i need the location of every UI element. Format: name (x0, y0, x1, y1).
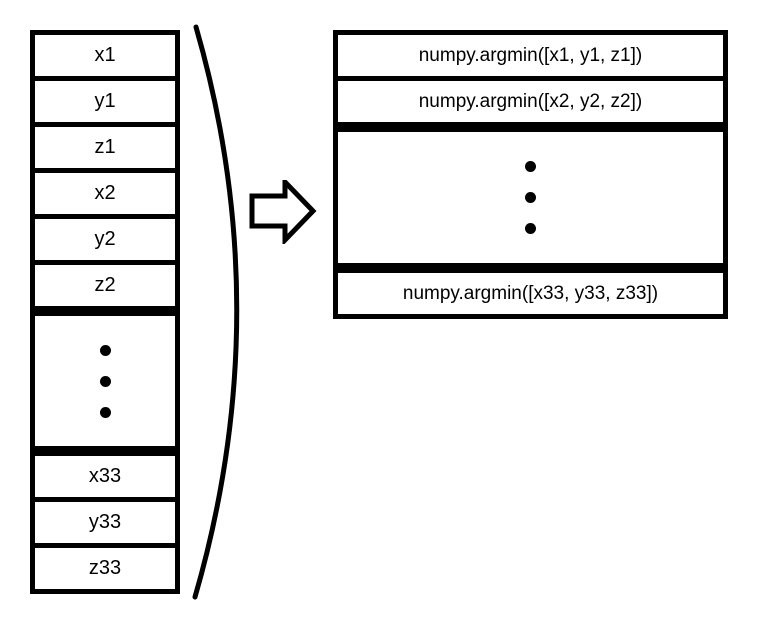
array-cell-y33: y33 (30, 497, 180, 548)
argmin-cell-label: numpy.argmin([x1, y1, z1]) (418, 44, 643, 66)
argmin-cell-1: numpy.argmin([x1, y1, z1]) (333, 30, 728, 81)
array-cell-z2: z2 (30, 260, 180, 311)
argmin-cell-33: numpy.argmin([x33, y33, z33]) (333, 268, 728, 319)
right-block-arrow-icon (249, 180, 317, 244)
array-cell-label: y1 (94, 90, 116, 112)
array-cell-label: z2 (94, 274, 116, 296)
array-cell-z33: z33 (30, 543, 180, 594)
argmin-cell-label: numpy.argmin([x2, y2, z2]) (418, 90, 643, 112)
argmin-cell-2: numpy.argmin([x2, y2, z2]) (333, 76, 728, 127)
ellipsis-cell (30, 311, 180, 451)
array-cell-z1: z1 (30, 122, 180, 173)
argmin-results-column: numpy.argmin([x1, y1, z1]) numpy.argmin(… (333, 30, 728, 319)
ellipsis-dot-icon (525, 223, 536, 234)
argmin-cell-label: numpy.argmin([x33, y33, z33]) (402, 282, 659, 304)
array-cell-label: z33 (88, 557, 122, 579)
array-cell-x33: x33 (30, 451, 180, 502)
grouping-brace-curve (192, 24, 240, 600)
array-cell-label: x33 (88, 465, 122, 487)
array-cell-label: x1 (94, 44, 116, 66)
input-array-column: x1 y1 z1 x2 y2 z2 x33 y33 z33 (30, 30, 180, 594)
ellipsis-dot-icon (99, 406, 111, 418)
ellipsis-dot-icon (99, 375, 111, 387)
ellipsis-dot-icon (99, 344, 111, 356)
array-cell-y1: y1 (30, 76, 180, 127)
ellipsis-dot-icon (525, 192, 536, 203)
array-cell-label: z1 (94, 136, 116, 158)
array-cell-label: x2 (94, 182, 116, 204)
array-cell-x2: x2 (30, 168, 180, 219)
array-cell-label: y2 (94, 228, 116, 250)
array-cell-label: y33 (88, 511, 122, 533)
array-cell-x1: x1 (30, 30, 180, 81)
ellipsis-dot-icon (525, 161, 536, 172)
ellipsis-cell (333, 127, 728, 268)
array-cell-y2: y2 (30, 214, 180, 265)
